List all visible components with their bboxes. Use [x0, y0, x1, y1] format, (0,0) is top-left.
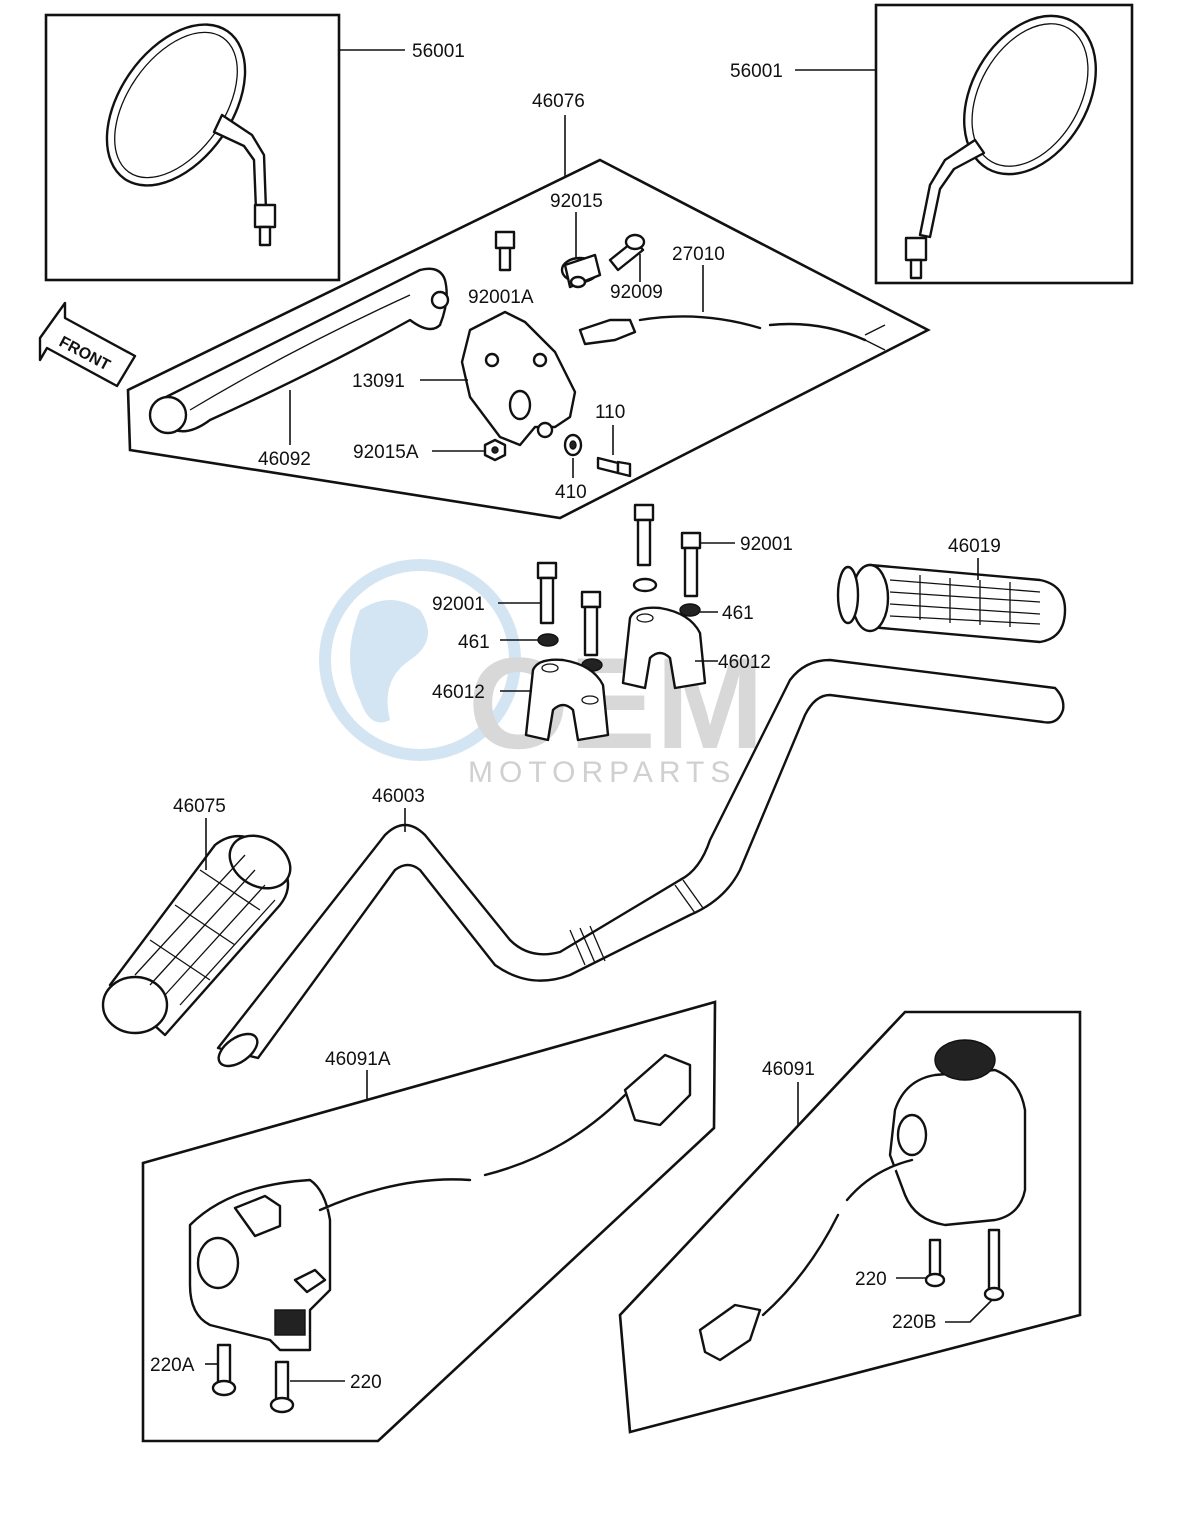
throttle-grip-46019-icon: [836, 563, 1067, 644]
front-arrow-icon: FRONT: [38, 301, 137, 388]
grip-46075-icon: [101, 834, 292, 1037]
label-92015: 92015: [550, 191, 603, 212]
watermark-logo: OEM MOTORPARTS: [319, 559, 764, 789]
washer-461-left-icon: [537, 633, 559, 647]
washer-461-right-icon: [679, 603, 701, 617]
switch-46091-group: 46091 220 220B: [618, 1010, 1082, 1434]
mirror-left-group: 56001: [44, 13, 465, 282]
bolt-92001-b-icon: [680, 531, 702, 598]
switch-housing-right-icon: [698, 1039, 1027, 1362]
nut-92015A-icon: [483, 438, 507, 462]
watermark-sub-text: MOTORPARTS: [468, 756, 736, 789]
screw-220-right-icon: [924, 1238, 946, 1288]
label-46092: 46092: [258, 449, 311, 470]
label-46075: 46075: [173, 796, 226, 817]
label-220-right: 220: [855, 1269, 887, 1290]
mirror-right-frame: [874, 3, 1134, 285]
washer-410-icon: [563, 433, 583, 457]
label-13091: 13091: [352, 371, 405, 392]
label-461-right: 461: [722, 603, 754, 624]
label-27010: 27010: [672, 244, 725, 265]
label-92001-right: 92001: [740, 534, 793, 555]
mirror-left-icon: [105, 23, 277, 247]
lever-assembly-group: 46076 46092 13091 92001A: [126, 91, 931, 520]
lever-bracket-icon: [460, 310, 577, 447]
label-46012-left: 46012: [432, 682, 485, 703]
brake-lever-icon: [148, 267, 450, 435]
bolt-92001-d-icon: [580, 590, 602, 657]
label-92001-left: 92001: [432, 594, 485, 615]
screw-110-icon: [596, 456, 632, 478]
label-92009: 92009: [610, 282, 663, 303]
label-220B: 220B: [892, 1312, 936, 1333]
label-461-left: 461: [458, 632, 490, 653]
clamp-46012-right-icon: [621, 606, 707, 690]
handlebar-46003-icon: [216, 658, 1065, 1068]
mirror-left-frame: [44, 13, 341, 282]
brake-switch-27010-icon: [578, 315, 886, 351]
label-46019: 46019: [948, 536, 1001, 557]
label-92015A: 92015A: [353, 442, 419, 463]
switch-46091A-group: 46091A 220A 220: [141, 1000, 717, 1443]
label-56001-right: 56001: [730, 61, 783, 82]
clamp-46012-left-icon: [524, 658, 610, 742]
label-46091A: 46091A: [325, 1049, 391, 1070]
watermark-logo-text: OEM: [468, 630, 764, 776]
label-410: 410: [555, 482, 587, 503]
bolt-92001-c-icon: [536, 561, 558, 625]
label-56001-left: 56001: [412, 41, 465, 62]
lever-assembly-frame: [126, 158, 931, 520]
label-110: 110: [595, 402, 625, 423]
switch-46091-frame: [618, 1010, 1082, 1434]
label-220A: 220A: [150, 1355, 195, 1376]
bolt-92001A-icon: [494, 230, 516, 272]
screw-220-left-icon: [269, 1360, 295, 1414]
label-46012-right: 46012: [718, 652, 771, 673]
clamp-hardware-group: 92001 461 92001 461 46012 46012: [432, 503, 793, 742]
label-46091: 46091: [762, 1059, 815, 1080]
switch-housing-left-icon: [188, 1053, 692, 1352]
label-46003: 46003: [372, 786, 425, 807]
mirror-right-group: 56001: [730, 3, 1134, 285]
adjuster-nut-92015-icon: [560, 253, 602, 289]
screw-220B-icon: [983, 1228, 1005, 1302]
mirror-right-icon: [904, 14, 1097, 280]
screw-220A-icon: [211, 1343, 237, 1397]
label-92001A: 92001A: [468, 287, 534, 308]
adjuster-screw-92009-icon: [608, 233, 646, 272]
bolt-92001-a-icon: [633, 503, 655, 567]
label-46076: 46076: [532, 91, 585, 112]
switch-46091A-frame: [141, 1000, 717, 1443]
washer-a-icon: [632, 577, 658, 593]
label-220-left: 220: [350, 1372, 382, 1393]
